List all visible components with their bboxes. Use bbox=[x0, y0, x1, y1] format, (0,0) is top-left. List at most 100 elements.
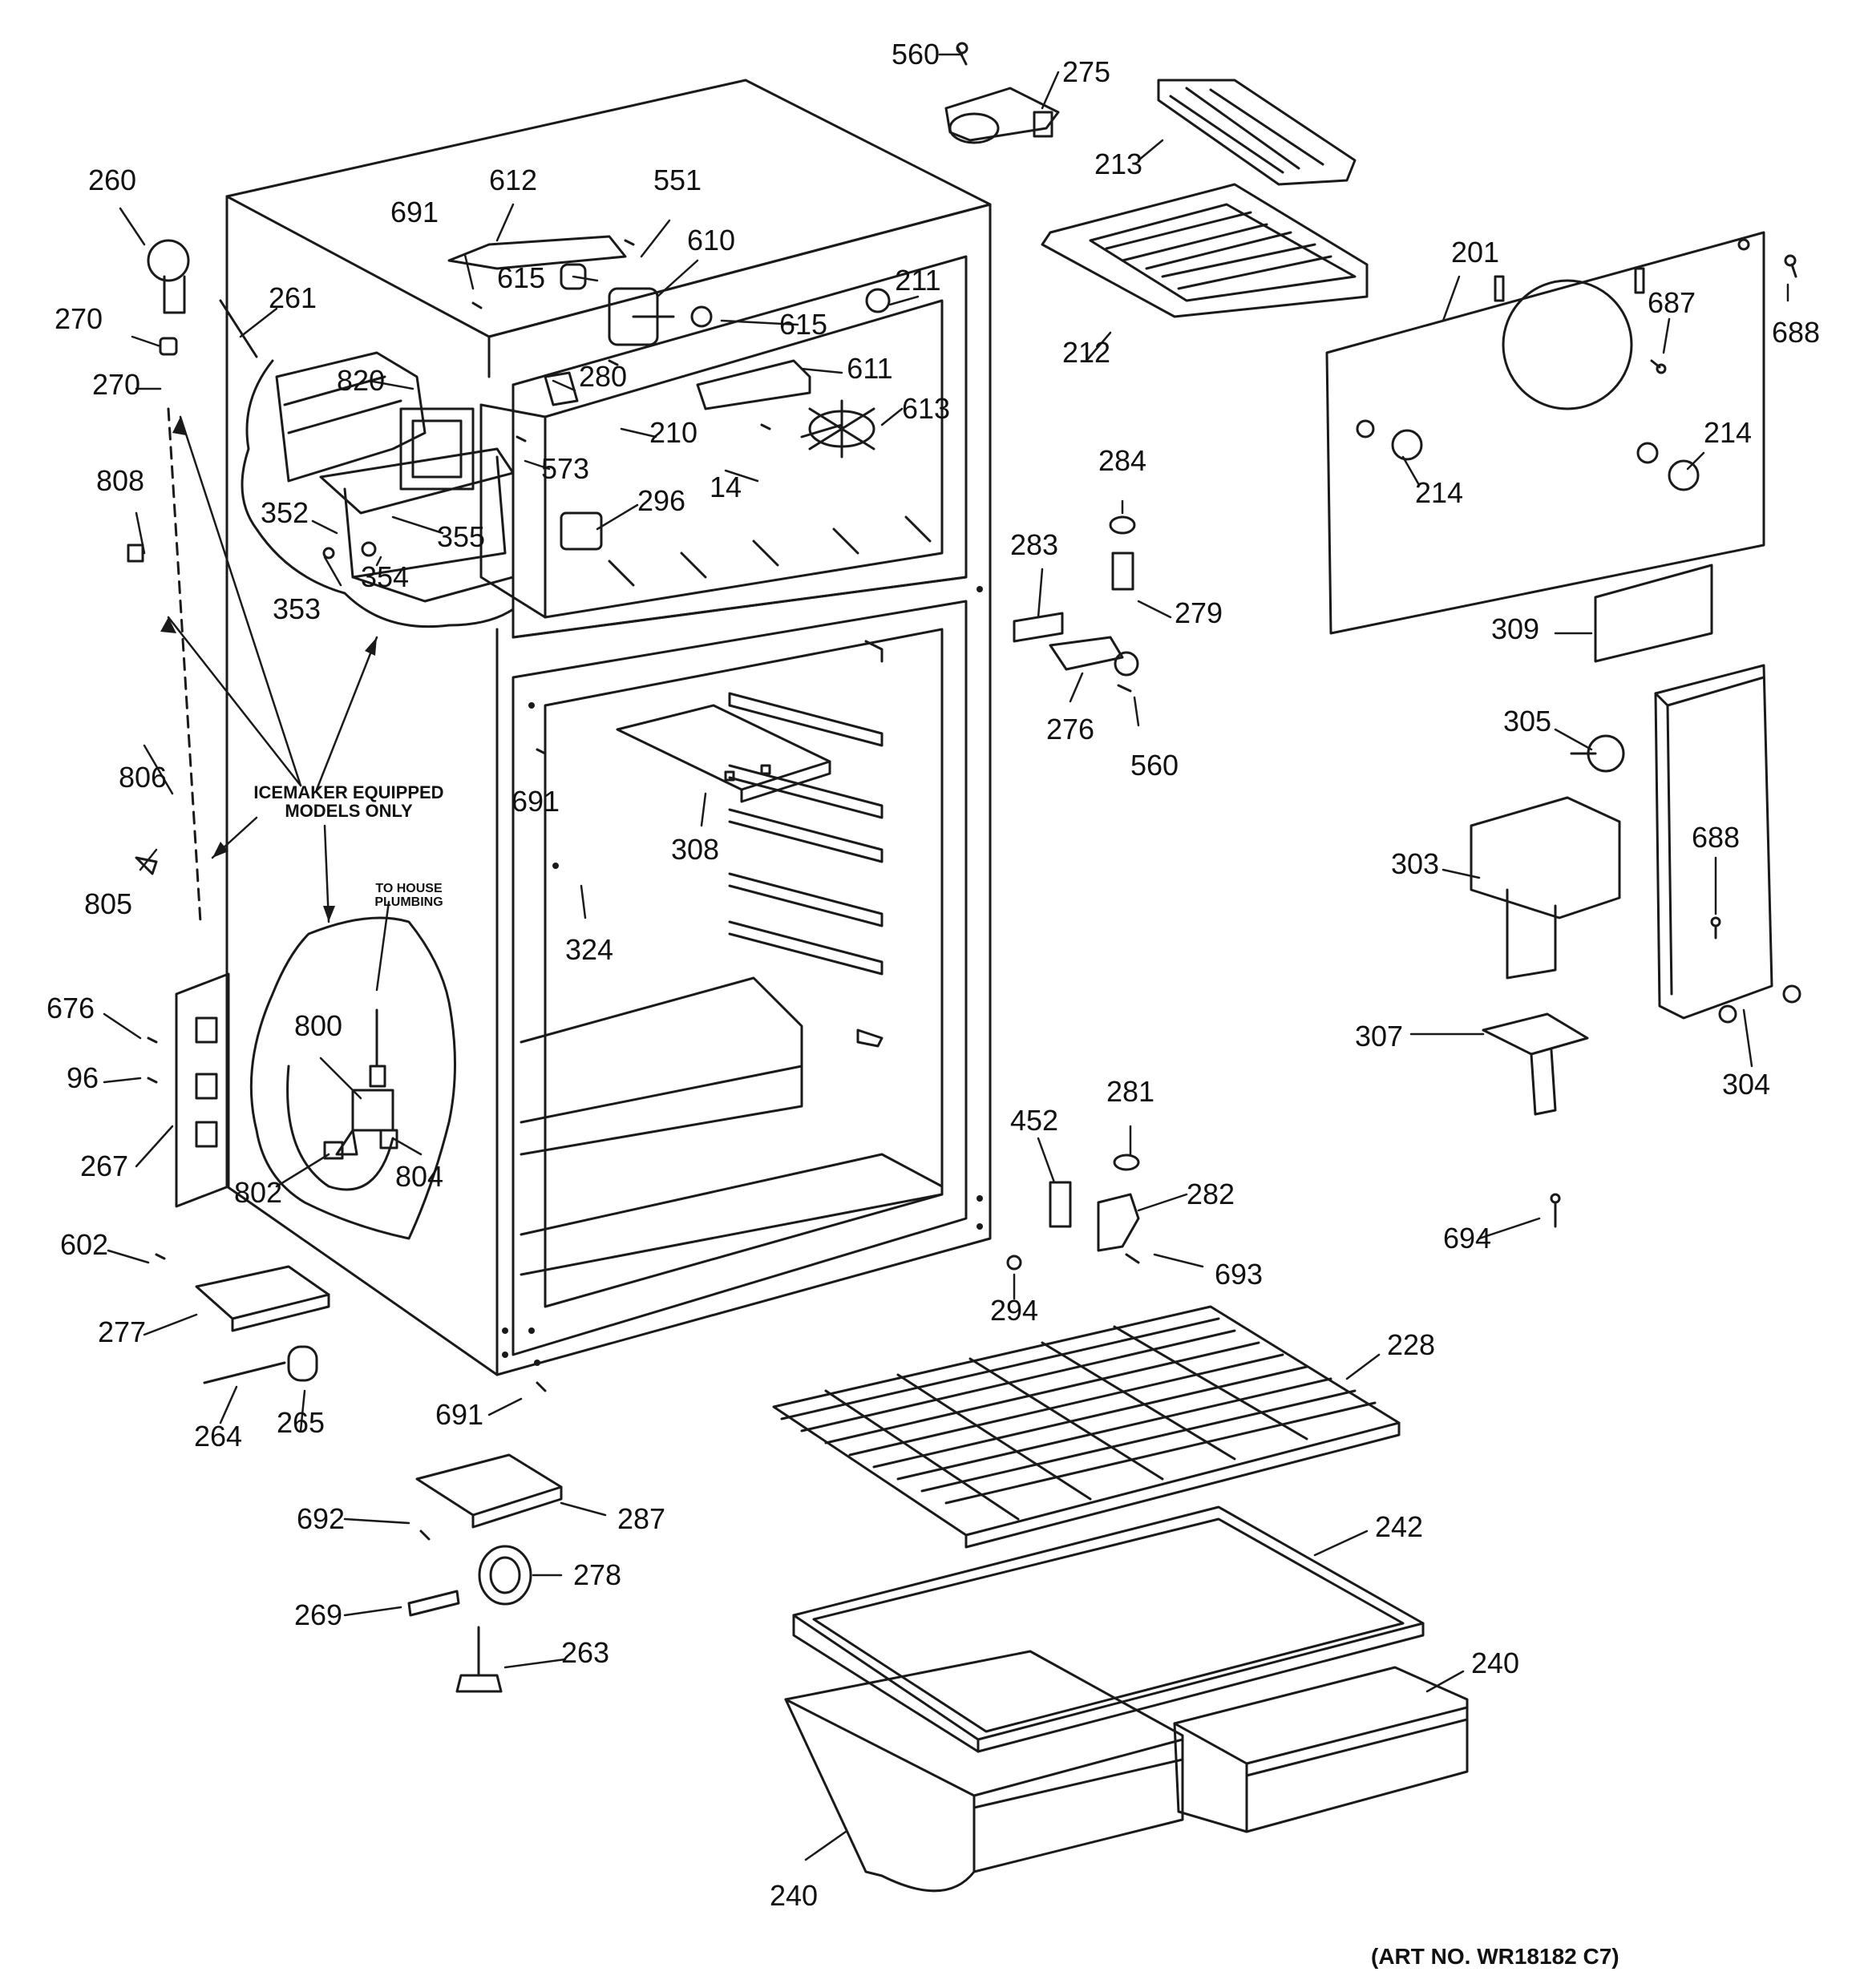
part-callout-615: 615 bbox=[496, 261, 546, 294]
part-callout-212: 212 bbox=[1061, 336, 1111, 369]
part-callout-806: 806 bbox=[118, 761, 168, 794]
part-callout-261: 261 bbox=[268, 281, 317, 314]
hinge-parts-center bbox=[1006, 515, 1140, 1271]
part-callout-687: 687 bbox=[1647, 286, 1696, 319]
part-callout-610: 610 bbox=[686, 224, 736, 257]
part-callout-283: 283 bbox=[1009, 528, 1059, 561]
part-callout-804: 804 bbox=[394, 1160, 444, 1193]
roller-278 bbox=[478, 1545, 532, 1606]
part-callout-279: 279 bbox=[1174, 596, 1223, 629]
part-callout-263: 263 bbox=[560, 1636, 610, 1669]
leveler-263 bbox=[455, 1626, 503, 1693]
icemaker-note-line1: ICEMAKER EQUIPPED bbox=[253, 782, 444, 802]
part-callout-277: 277 bbox=[97, 1315, 147, 1348]
part-callout-260: 260 bbox=[87, 164, 137, 196]
part-callout-676: 676 bbox=[46, 992, 95, 1024]
icemaker-note: ICEMAKER EQUIPPED MODELS ONLY bbox=[253, 783, 443, 820]
part-callout-214: 214 bbox=[1414, 476, 1464, 509]
part-callout-820: 820 bbox=[336, 364, 386, 397]
part-callout-303: 303 bbox=[1390, 847, 1440, 880]
part-callout-282: 282 bbox=[1186, 1178, 1235, 1210]
part-callout-240: 240 bbox=[769, 1879, 819, 1912]
panel-201 bbox=[1325, 231, 1765, 635]
brackets bbox=[447, 235, 811, 551]
part-callout-264: 264 bbox=[193, 1420, 243, 1453]
part-callout-270: 270 bbox=[91, 368, 141, 401]
part-callout-692: 692 bbox=[296, 1502, 346, 1535]
part-callout-800: 800 bbox=[293, 1009, 343, 1042]
shelf-308 bbox=[616, 704, 831, 803]
part-callout-294: 294 bbox=[989, 1294, 1039, 1327]
part-callout-615: 615 bbox=[778, 308, 828, 341]
part-callout-278: 278 bbox=[572, 1558, 622, 1591]
hinge-275 bbox=[944, 87, 1060, 144]
part-callout-808: 808 bbox=[95, 464, 145, 497]
part-callout-307: 307 bbox=[1354, 1020, 1404, 1053]
part-callout-324: 324 bbox=[564, 933, 614, 966]
part-callout-573: 573 bbox=[540, 452, 590, 485]
bottom-hinge-287 bbox=[415, 1453, 563, 1529]
part-callout-304: 304 bbox=[1721, 1068, 1771, 1101]
part-callout-287: 287 bbox=[617, 1502, 666, 1535]
part-callout-240: 240 bbox=[1470, 1647, 1520, 1679]
crisper-bin-left bbox=[784, 1650, 1184, 1893]
part-callout-354: 354 bbox=[360, 560, 410, 593]
control-housing-304 bbox=[1654, 664, 1801, 1024]
part-callout-805: 805 bbox=[83, 887, 133, 920]
icemaker-cutaway bbox=[241, 351, 515, 628]
crisper-cover-242 bbox=[792, 1505, 1425, 1753]
part-callout-270: 270 bbox=[54, 302, 103, 335]
wire-shelf-228 bbox=[772, 1305, 1401, 1549]
part-callout-214: 214 bbox=[1703, 416, 1753, 449]
part-callout-611: 611 bbox=[847, 352, 893, 385]
part-callout-560: 560 bbox=[891, 38, 940, 71]
part-callout-309: 309 bbox=[1490, 612, 1540, 645]
pin-269 bbox=[407, 1590, 460, 1617]
part-callout-602: 602 bbox=[59, 1228, 109, 1261]
part-callout-267: 267 bbox=[79, 1150, 129, 1182]
wheel-265 bbox=[203, 1345, 318, 1384]
diffuser-303 bbox=[1470, 796, 1621, 980]
shutter-307 bbox=[1482, 1012, 1589, 1116]
part-callout-452: 452 bbox=[1009, 1104, 1059, 1137]
part-callout-213: 213 bbox=[1094, 147, 1143, 180]
ice-tray-213 bbox=[1157, 79, 1357, 186]
part-callout-280: 280 bbox=[578, 360, 628, 393]
part-callout-296: 296 bbox=[637, 484, 686, 517]
cabinet-body bbox=[225, 79, 992, 1376]
part-callout-694: 694 bbox=[1442, 1222, 1492, 1255]
crisper-bin-right bbox=[1173, 1666, 1469, 1833]
part-callout-560: 560 bbox=[1130, 749, 1179, 782]
kick-bracket-277 bbox=[195, 1265, 330, 1332]
part-callout-551: 551 bbox=[653, 164, 702, 196]
freezer-fan-motor bbox=[608, 287, 891, 459]
leader-lines bbox=[103, 53, 1789, 1861]
part-callout-284: 284 bbox=[1098, 444, 1147, 477]
part-callout-691: 691 bbox=[390, 196, 439, 228]
part-callout-355: 355 bbox=[436, 520, 486, 553]
part-callout-802: 802 bbox=[233, 1176, 283, 1209]
part-callout-688: 688 bbox=[1771, 316, 1821, 349]
part-callout-242: 242 bbox=[1374, 1510, 1424, 1543]
part-callout-269: 269 bbox=[293, 1598, 343, 1631]
control-knob-305 bbox=[1570, 734, 1625, 773]
part-callout-613: 613 bbox=[901, 392, 951, 425]
ice-bin-rack-212 bbox=[1041, 183, 1369, 318]
part-callout-693: 693 bbox=[1214, 1258, 1264, 1291]
plumbing-note-line2: PLUMBING bbox=[374, 895, 443, 909]
leader-arrowheads bbox=[160, 417, 377, 922]
part-callout-96: 96 bbox=[66, 1061, 99, 1094]
rail-267 bbox=[175, 972, 230, 1208]
art-number: (ART NO. WR18182 C7) bbox=[1371, 1944, 1619, 1969]
part-callout-281: 281 bbox=[1106, 1075, 1155, 1108]
part-callout-612: 612 bbox=[488, 164, 538, 196]
plumbing-note-line1: TO HOUSE bbox=[375, 882, 443, 896]
part-callout-201: 201 bbox=[1450, 236, 1500, 269]
part-callout-352: 352 bbox=[260, 496, 309, 529]
icemaker-note-line2: MODELS ONLY bbox=[285, 801, 413, 821]
part-callout-308: 308 bbox=[670, 833, 720, 866]
part-callout-691: 691 bbox=[435, 1398, 484, 1431]
screws bbox=[147, 42, 1797, 1541]
